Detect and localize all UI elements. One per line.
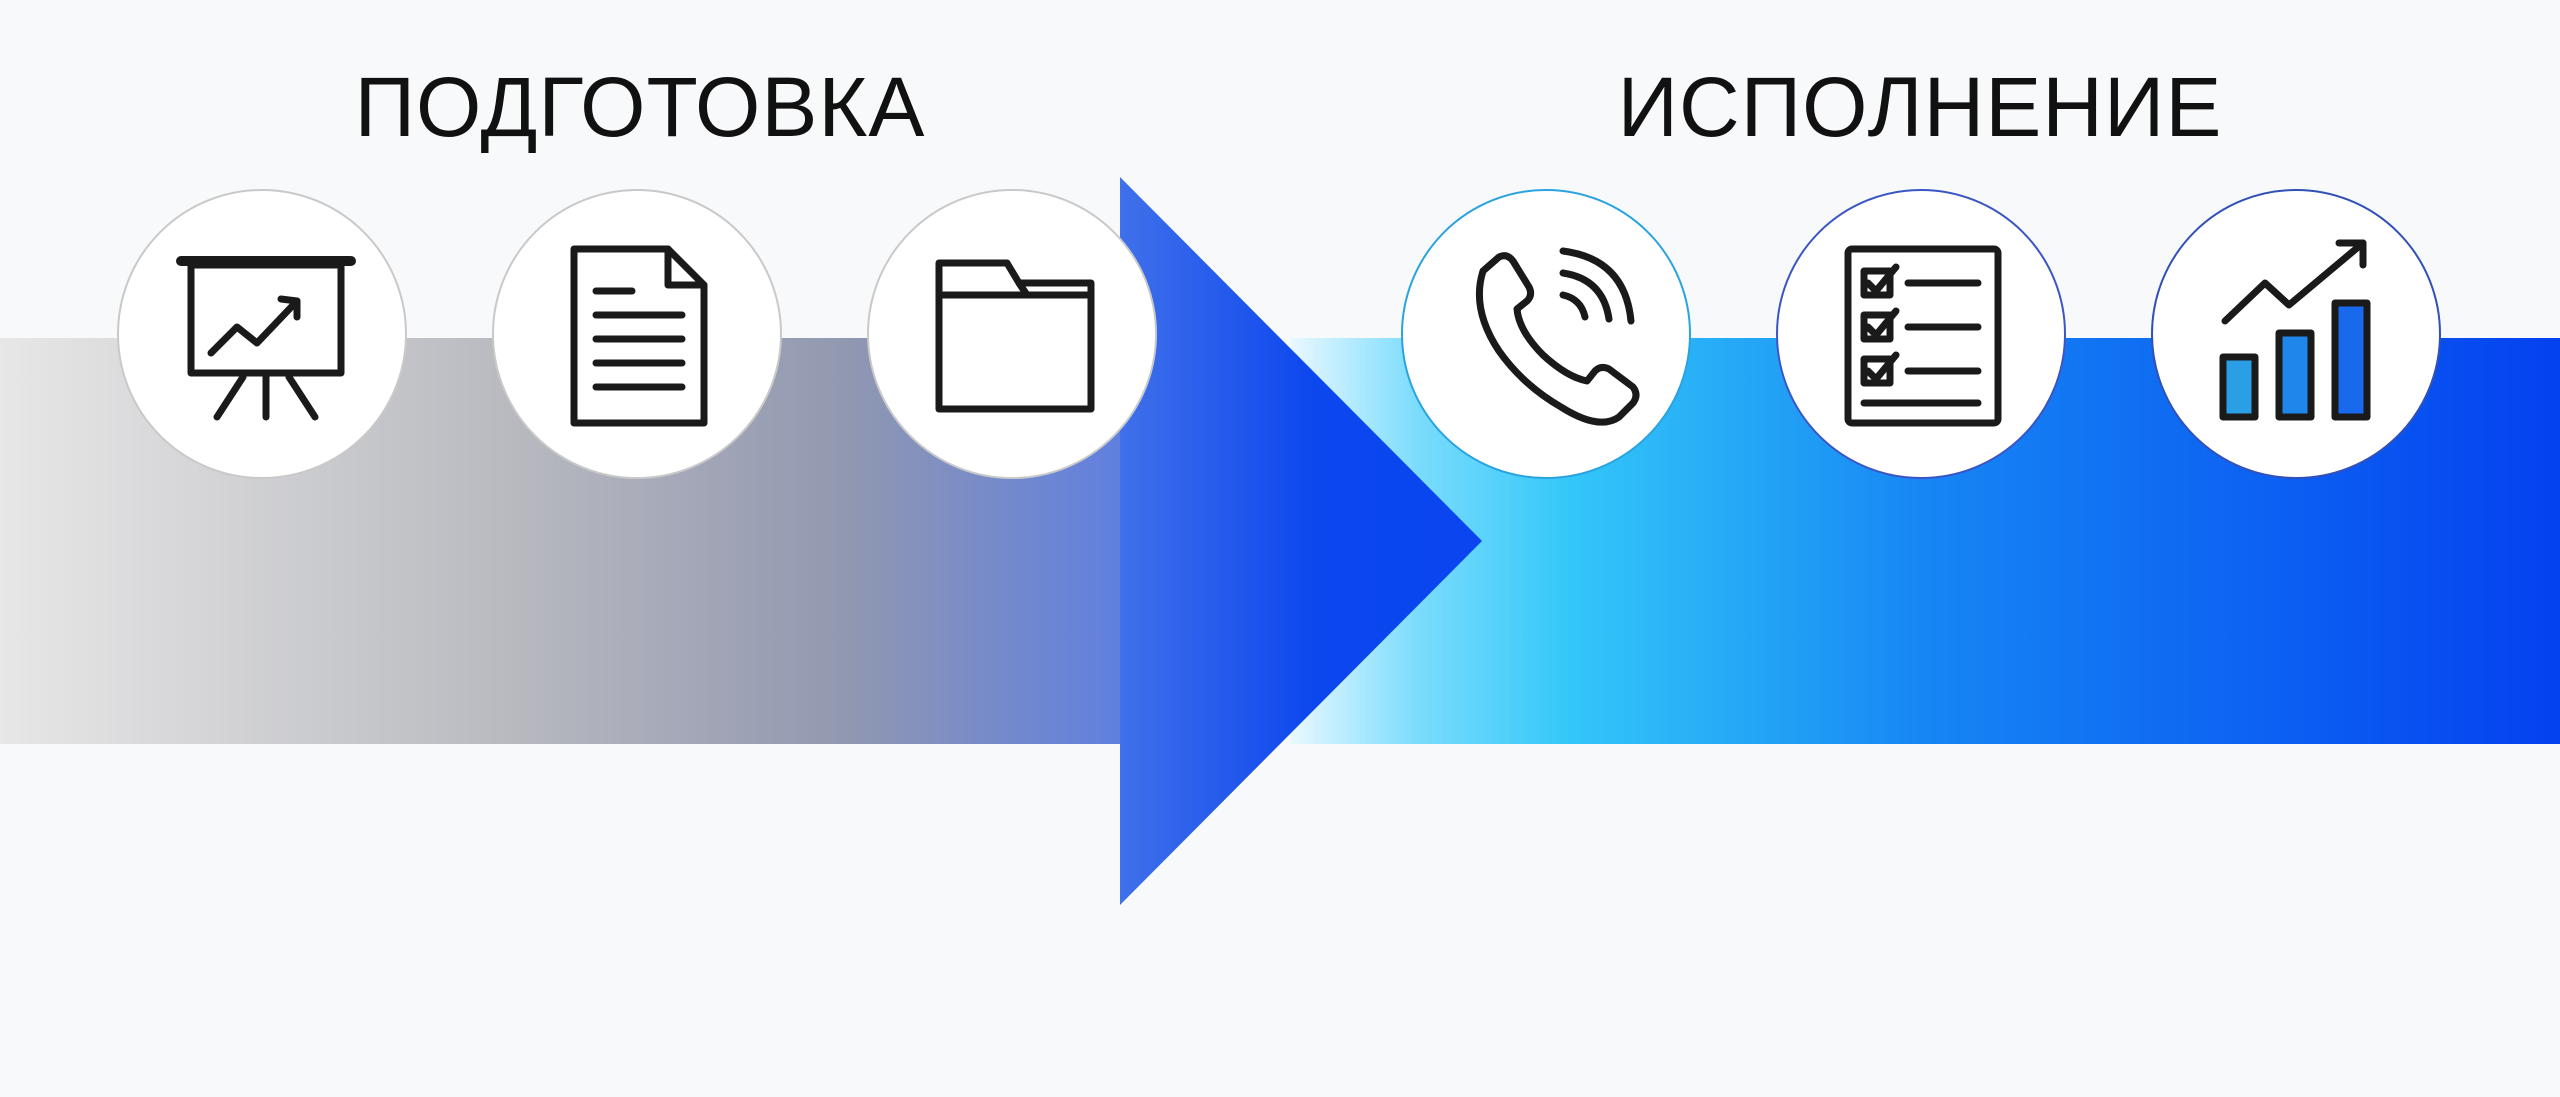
step-document — [492, 189, 782, 479]
step-folder — [867, 189, 1157, 479]
step-growth — [2151, 189, 2441, 479]
presentation-board-icon — [176, 256, 356, 421]
preparation-title: ПОДГОТОВКА — [354, 60, 926, 154]
growth-bar-chart-icon — [2219, 239, 2371, 421]
step-presentation — [117, 189, 407, 479]
transition-arrow — [1120, 177, 1482, 905]
checklist-icon — [1844, 245, 2002, 427]
document-icon — [570, 245, 708, 427]
step-phone-call — [1401, 189, 1691, 479]
phone-call-icon — [1475, 247, 1640, 426]
execution-title: ИСПОЛНЕНИЕ — [1617, 60, 2223, 154]
folder-icon — [935, 259, 1095, 413]
step-checklist — [1776, 189, 2066, 479]
